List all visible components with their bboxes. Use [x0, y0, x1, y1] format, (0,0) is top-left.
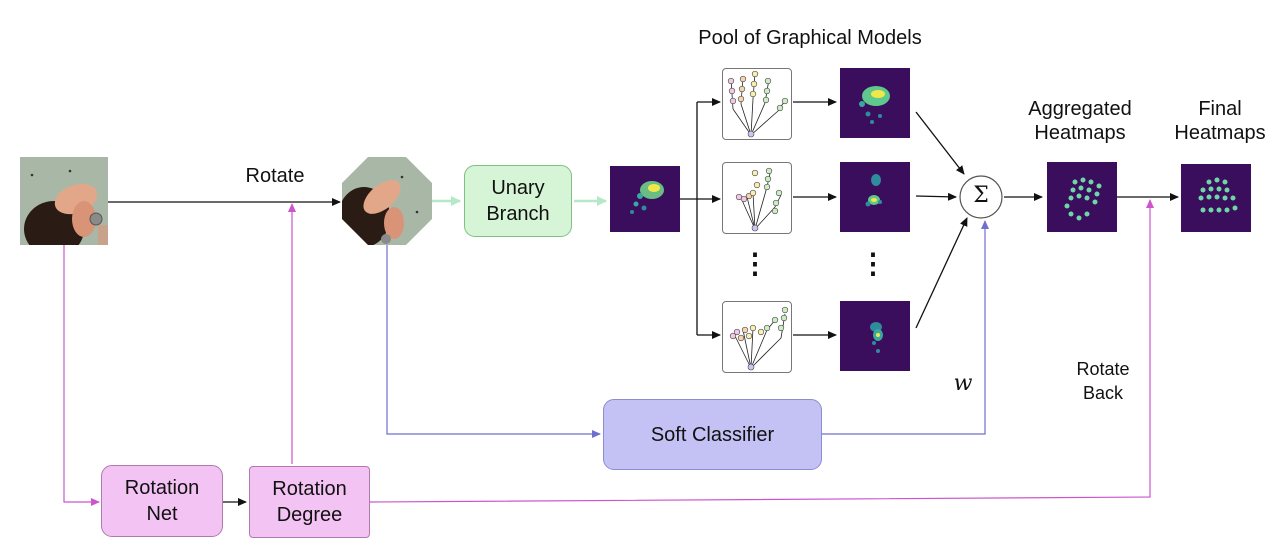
arrow-degree-rotateback — [369, 199, 1154, 503]
graphical-model-2 — [722, 162, 792, 234]
unary-branch-label: Unary Branch — [486, 177, 550, 225]
rotation-net-box: Rotation Net — [101, 465, 223, 537]
arrow-classifier-sum — [822, 220, 989, 435]
final-heatmap — [1181, 164, 1251, 232]
sum-symbol: Σ — [973, 183, 989, 208]
arrow-hm1-sum — [915, 111, 965, 175]
unary-branch-box: Unary Branch — [464, 165, 572, 237]
arrow-hm3-sum — [915, 217, 968, 329]
rotate-back-label: Rotate Back — [1076, 359, 1130, 403]
model-heatmap-1 — [840, 68, 910, 138]
graphical-model-3 — [722, 301, 792, 373]
model-heatmap-3 — [840, 301, 910, 371]
black-arrows — [108, 98, 1179, 339]
input-hand-image — [20, 157, 108, 245]
pool-title: Pool of Graphical Models — [698, 27, 922, 49]
rotated-hand-image — [342, 157, 432, 245]
unary-heatmap — [610, 166, 680, 232]
rotate-label: Rotate — [245, 165, 305, 187]
aggregated-label: Aggregated Heatmaps — [1028, 98, 1132, 144]
arrow-input-rotnet — [63, 245, 100, 506]
graphical-model-1 — [722, 68, 792, 140]
heatmap-ellipsis: ⋮ — [859, 248, 887, 279]
model-heatmap-2 — [840, 162, 910, 232]
aggregated-heatmap — [1047, 162, 1117, 232]
weight-label: w — [953, 371, 973, 396]
rotation-degree-box: Rotation Degree — [249, 466, 370, 538]
rotation-net-label: Rotation Net — [124, 477, 200, 525]
blue-arrows — [386, 220, 989, 438]
sum-node — [959, 175, 1003, 219]
magenta-arrows — [63, 199, 1154, 506]
rotation-degree-label: Rotation Degree — [272, 478, 347, 526]
soft-classifier-label: Soft Classifier — [650, 423, 775, 446]
gm-ellipsis: ⋮ — [741, 248, 769, 279]
final-label: Final Heatmaps — [1174, 98, 1266, 144]
arrow-rotated-classifier — [386, 245, 601, 438]
soft-classifier-box: Soft Classifier — [603, 399, 822, 470]
arrow-hm2-sum — [915, 192, 957, 201]
